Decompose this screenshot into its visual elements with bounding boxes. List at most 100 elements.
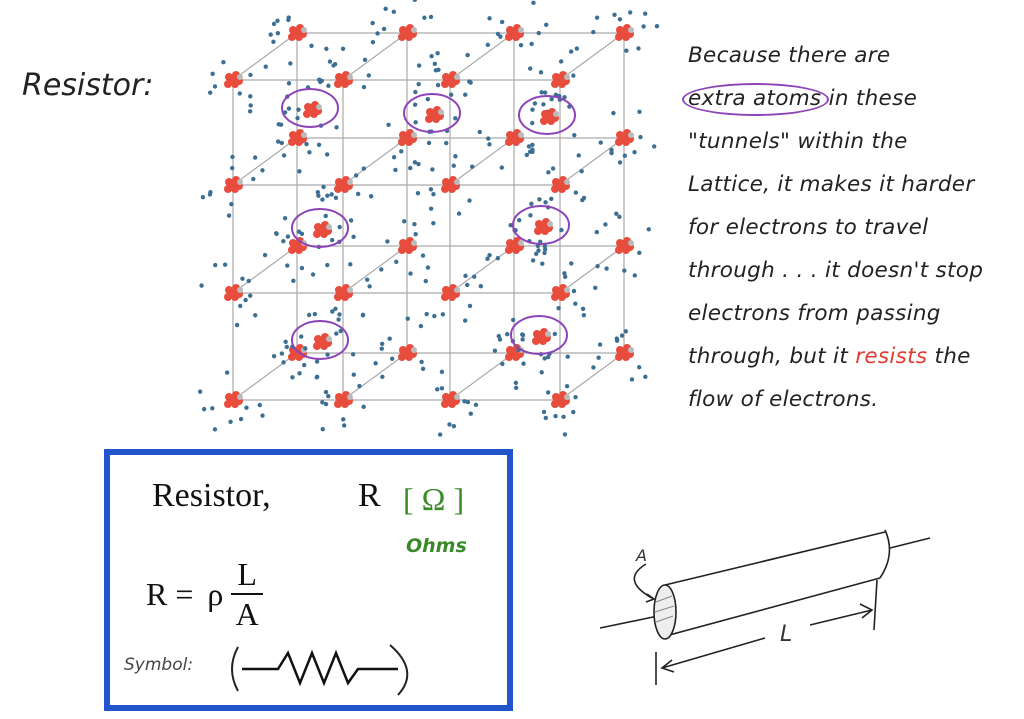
- electron: [429, 53, 434, 59]
- electron: [508, 223, 513, 228]
- atom-nucleus: [338, 181, 346, 189]
- electron: [439, 369, 445, 375]
- electron: [420, 253, 426, 258]
- atom-nucleus: [564, 179, 570, 185]
- electron: [595, 263, 600, 269]
- atom-nucleus: [445, 76, 453, 84]
- symbol-label: Symbol:: [124, 655, 194, 675]
- electron: [541, 102, 546, 107]
- atom-nucleus: [628, 240, 634, 246]
- atom-nucleus: [228, 289, 236, 297]
- atom-nucleus: [338, 396, 346, 404]
- electron: [271, 39, 276, 45]
- electron: [413, 231, 418, 237]
- electron: [325, 193, 330, 198]
- equation-fraction: L A: [231, 555, 263, 633]
- atom-nucleus: [347, 179, 353, 185]
- electron: [357, 383, 362, 389]
- electron: [558, 59, 564, 64]
- electron: [536, 30, 541, 36]
- impurity-circle: [512, 205, 570, 245]
- atom-nucleus: [301, 27, 307, 33]
- electron: [654, 24, 660, 29]
- resistance-equation: R = ρ L A: [146, 555, 263, 633]
- electron: [513, 385, 519, 391]
- electron: [368, 194, 374, 199]
- electron: [528, 66, 533, 71]
- impurity-circle: [281, 88, 339, 128]
- atom-nucleus: [564, 287, 570, 293]
- electron: [230, 165, 235, 171]
- atom-nucleus: [347, 74, 353, 80]
- electron: [333, 306, 338, 312]
- electron: [549, 196, 554, 201]
- electron: [393, 167, 398, 173]
- electron: [244, 405, 249, 410]
- electron: [375, 31, 380, 36]
- electron: [487, 16, 492, 21]
- atom-nucleus: [544, 113, 552, 121]
- electron: [341, 417, 346, 422]
- denominator: A: [235, 596, 259, 632]
- slide-title: Resistor:: [22, 68, 154, 103]
- electron: [260, 168, 265, 173]
- electron: [426, 140, 432, 146]
- electron: [432, 61, 438, 67]
- atom-nucleus: [237, 179, 243, 185]
- atom-nucleus: [347, 394, 353, 400]
- electron: [465, 399, 471, 405]
- electron: [399, 149, 404, 154]
- electron: [309, 43, 314, 49]
- lattice-bond: [232, 352, 298, 401]
- electron: [573, 190, 579, 195]
- electron: [597, 342, 603, 347]
- electron: [524, 152, 530, 158]
- electron: [370, 39, 376, 45]
- explanation-fragment: through, but it: [688, 344, 856, 369]
- electron: [485, 42, 491, 48]
- electron: [281, 360, 286, 365]
- atom-nucleus: [454, 74, 460, 80]
- electron: [361, 166, 367, 171]
- atom-nucleus: [564, 74, 570, 80]
- electron: [544, 22, 549, 28]
- electron: [425, 265, 431, 270]
- electron: [477, 129, 482, 135]
- electron: [413, 89, 418, 95]
- electron: [440, 312, 446, 317]
- electron: [327, 59, 333, 64]
- electron: [529, 201, 534, 206]
- electron: [614, 338, 620, 343]
- atom-nucleus: [292, 242, 300, 250]
- electron: [487, 252, 492, 258]
- atom-nucleus: [547, 221, 553, 227]
- electron: [334, 125, 339, 130]
- electron: [296, 107, 301, 112]
- electron: [246, 278, 251, 284]
- equation-lhs: R =: [146, 575, 194, 612]
- explanation-fragment: in these: [821, 86, 918, 111]
- atom-nucleus: [628, 132, 634, 138]
- electron: [467, 79, 472, 84]
- atom-nucleus: [619, 29, 627, 37]
- electron: [284, 344, 290, 350]
- atom-nucleus: [411, 240, 417, 246]
- atom-nucleus: [536, 333, 544, 341]
- electron: [385, 239, 390, 244]
- lattice-bond: [342, 245, 408, 294]
- electron: [617, 17, 623, 22]
- electron: [497, 337, 503, 342]
- electron: [543, 200, 548, 205]
- explanation-line: for electrons to travel: [688, 215, 929, 240]
- electron: [405, 316, 410, 321]
- electron: [562, 274, 568, 280]
- electron: [247, 109, 253, 114]
- electron: [285, 234, 291, 239]
- electron: [562, 271, 567, 276]
- electron: [210, 71, 215, 77]
- electron: [499, 165, 505, 170]
- electron: [569, 261, 574, 266]
- electron: [201, 406, 207, 412]
- electron: [487, 142, 492, 147]
- electron: [312, 311, 318, 317]
